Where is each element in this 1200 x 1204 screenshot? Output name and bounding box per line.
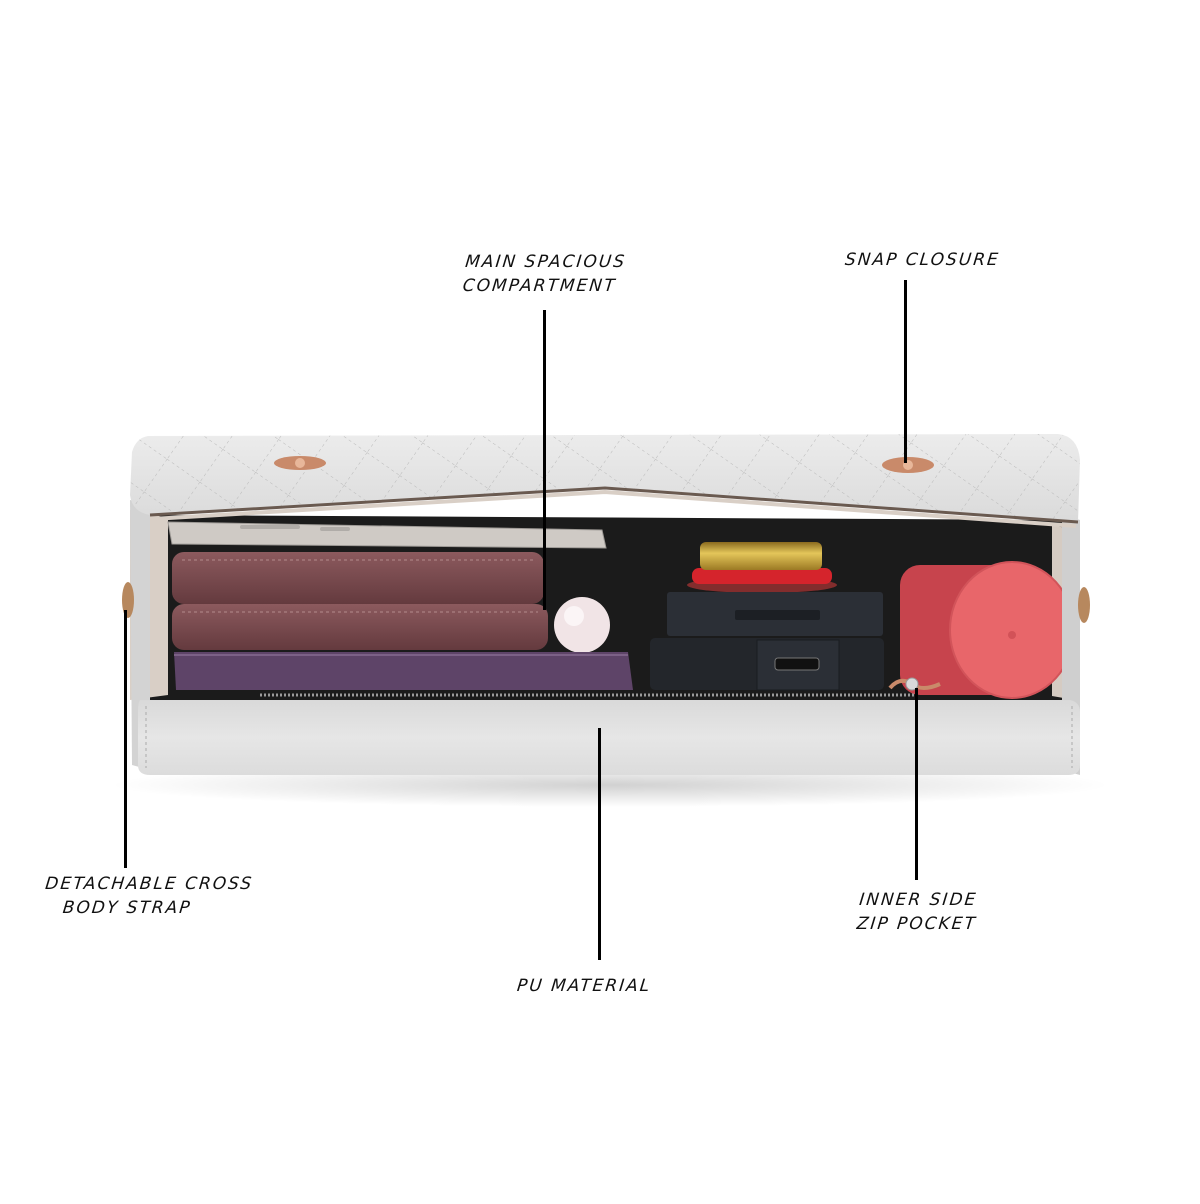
callout-line: ZIP POCKET — [855, 914, 978, 934]
callout-line: SNAP CLOSURE — [843, 250, 1001, 270]
zip-pull — [888, 677, 941, 691]
callout-main-compartment: MAIN SPACIOUS COMPARTMENT — [461, 250, 627, 298]
phone — [167, 521, 607, 549]
leader-strap — [124, 610, 127, 868]
pearl-item — [554, 597, 610, 653]
front-panel — [138, 700, 1080, 775]
callout-line: COMPARTMENT — [461, 276, 618, 296]
snap-closure-right — [882, 457, 934, 473]
strap-ring-left — [122, 582, 134, 618]
callout-snap-closure: SNAP CLOSURE — [844, 248, 1001, 272]
leader-snap-closure — [904, 280, 907, 463]
callout-line: INNER SIDE — [858, 890, 979, 910]
callout-line: BODY STRAP — [61, 898, 193, 918]
snap-closure-left — [274, 456, 326, 470]
cosmetic-stack — [650, 542, 884, 691]
callout-zip-pocket: INNER SIDE ZIP POCKET — [855, 888, 980, 936]
red-cylinder — [900, 561, 1075, 699]
quilted-flap — [130, 434, 1080, 528]
callout-line: MAIN SPACIOUS — [464, 252, 628, 272]
callout-pu-material: PU MATERIAL — [516, 974, 653, 998]
strap-ring-right — [1078, 587, 1090, 623]
callout-line: DETACHABLE CROSS — [44, 874, 255, 894]
leader-pu-material — [598, 728, 601, 960]
book — [174, 652, 633, 690]
leader-main-compartment — [543, 310, 546, 610]
leader-zip-pocket — [915, 688, 918, 880]
callout-line: PU MATERIAL — [515, 976, 653, 996]
callout-strap: DETACHABLE CROSS BODY STRAP — [41, 872, 254, 920]
wallets — [172, 552, 548, 650]
